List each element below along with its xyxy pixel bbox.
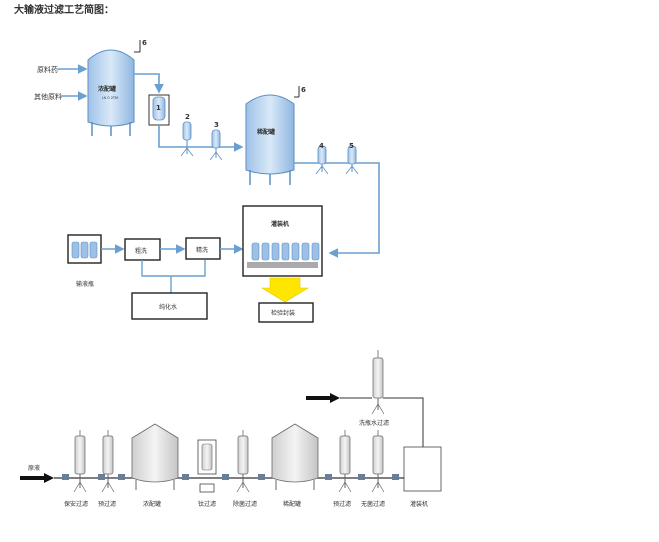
joint-2 bbox=[98, 474, 105, 480]
yellow-arrow-icon bbox=[260, 277, 310, 303]
filter-col-5 bbox=[371, 430, 385, 493]
num-1: 1 bbox=[156, 104, 161, 112]
label-dilute-tank: 稀配罐 bbox=[283, 500, 301, 508]
joint-8 bbox=[358, 474, 365, 480]
top-diagram: 原料药 其他原料 浓配罐 LK 0 2TM 6 1 bbox=[34, 39, 380, 323]
num-4: 4 bbox=[319, 142, 324, 150]
filler-box bbox=[403, 446, 442, 492]
pipe-tank-to-filter1 bbox=[134, 73, 164, 94]
joint-9 bbox=[392, 474, 399, 480]
dilute-tank: 稀配罐 6 bbox=[245, 86, 306, 185]
filter-3: 3 bbox=[209, 121, 223, 161]
inspect-label: 检验封装 bbox=[271, 309, 295, 317]
filter-col-3 bbox=[236, 430, 250, 493]
label-prefilter-1: 预过滤 bbox=[98, 500, 116, 508]
joint-5 bbox=[222, 474, 229, 480]
wash-label: 洗瓶水过滤 bbox=[359, 419, 389, 427]
num-2: 2 bbox=[185, 113, 190, 121]
dilute-tank-bottom bbox=[271, 423, 319, 490]
wash-pipe-out bbox=[383, 397, 424, 447]
pipe-dilute-to-filler bbox=[294, 162, 380, 258]
filter-4: 4 bbox=[315, 142, 329, 175]
label-security-filter: 保安过滤 bbox=[64, 500, 88, 508]
concentrate-tank: 浓配罐 LK 0 2TM 6 bbox=[87, 39, 147, 136]
pipe-filters-to-dilute bbox=[158, 125, 244, 152]
box-rough-label: 粗洗 bbox=[135, 247, 147, 255]
joint-6 bbox=[258, 474, 265, 480]
box-pure-water bbox=[131, 292, 208, 320]
input-other-label: 其他原料 bbox=[34, 92, 62, 101]
filter-col-2 bbox=[101, 430, 115, 493]
joint-3 bbox=[118, 474, 125, 480]
conc-tank-bottom bbox=[131, 423, 179, 490]
num-6-right: 6 bbox=[301, 86, 306, 94]
tank-dilute-label: 稀配罐 bbox=[256, 128, 275, 136]
joint-1 bbox=[62, 474, 69, 480]
box-fine-label: 精洗 bbox=[196, 246, 208, 254]
box-pure-label: 纯化水 bbox=[159, 303, 177, 311]
label-sterile-filter: 除菌过滤 bbox=[233, 500, 257, 508]
bottom-diagram: 原液 bbox=[20, 350, 442, 508]
tank-conc-label: 浓配罐 bbox=[98, 85, 116, 93]
label-aseptic-filter: 无菌过滤 bbox=[361, 500, 385, 508]
wash-filter bbox=[371, 350, 385, 415]
num-3: 3 bbox=[214, 121, 219, 129]
page-title: 大输液过滤工艺简图： bbox=[14, 5, 114, 16]
raw-input-label: 原液 bbox=[28, 464, 40, 472]
filter-col-4 bbox=[338, 430, 352, 493]
input-raw-label: 原料药 bbox=[37, 65, 58, 74]
tank-conc-sublabel: LK 0 2TM bbox=[102, 96, 118, 100]
ti-filter bbox=[197, 439, 217, 493]
bottle-box bbox=[67, 234, 102, 264]
filter-5: 5 bbox=[345, 142, 359, 175]
wash-input-arrowhead bbox=[330, 393, 340, 403]
bottle-label: 输液瓶 bbox=[76, 280, 94, 288]
filter-1: 1 bbox=[148, 94, 170, 126]
pipe-pure-branch bbox=[141, 260, 206, 277]
filling-machine: 灌装机 bbox=[242, 205, 323, 277]
label-prefilter-2: 预过滤 bbox=[333, 500, 351, 508]
joint-7 bbox=[325, 474, 332, 480]
num-5: 5 bbox=[349, 142, 354, 150]
filter-2: 2 bbox=[180, 113, 194, 157]
label-ti-filter: 钛过滤 bbox=[198, 500, 216, 508]
filter-col-1 bbox=[73, 430, 87, 493]
machine-label: 灌装机 bbox=[271, 220, 289, 228]
raw-input-arrowhead bbox=[44, 473, 54, 483]
label-conc-tank: 浓配罐 bbox=[143, 500, 161, 508]
label-filler: 灌装机 bbox=[410, 500, 428, 508]
num-6-left: 6 bbox=[142, 39, 147, 47]
box-inspect bbox=[258, 302, 314, 323]
joint-4 bbox=[182, 474, 189, 480]
